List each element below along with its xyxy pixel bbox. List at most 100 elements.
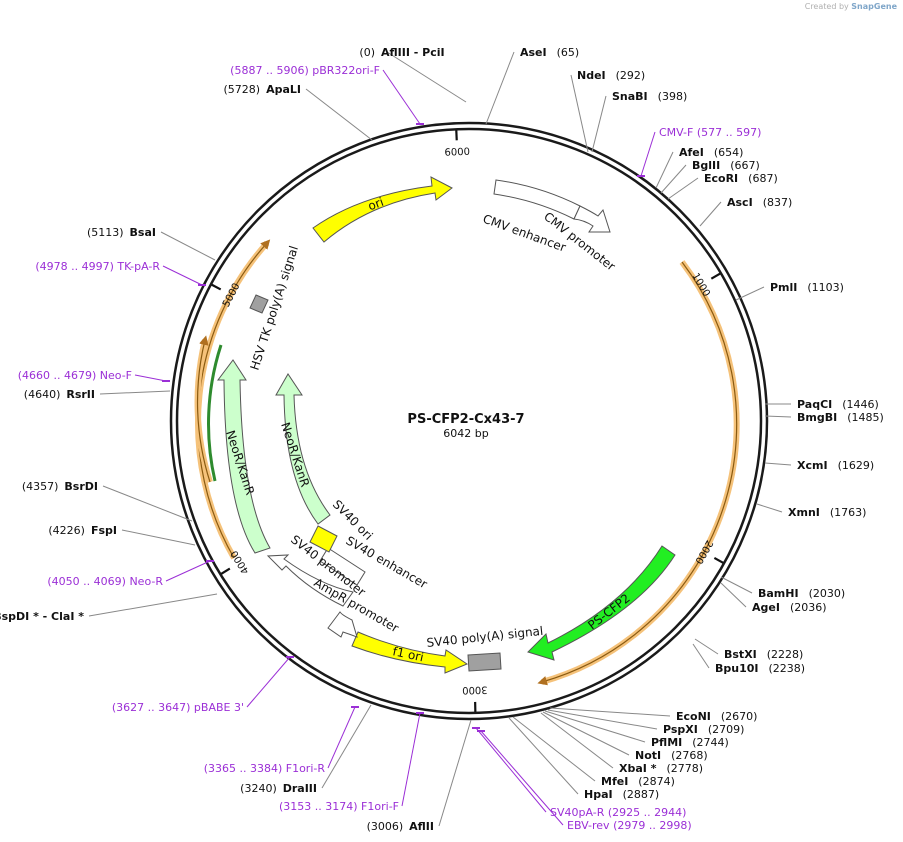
primer-label: (4050 .. 4069) Neo-R [47, 575, 163, 588]
site-name: BamHI [758, 587, 799, 600]
site-name: DraIII [283, 782, 317, 795]
primer-leader-line [165, 560, 211, 582]
site-name: PmlI [770, 281, 797, 294]
site-name: PaqCI [797, 398, 832, 411]
site-leader-line [667, 177, 699, 200]
tick-mark [211, 283, 222, 291]
site-leader-line [102, 485, 193, 522]
site-leader-line [121, 529, 196, 546]
site-position: (1446) [842, 398, 879, 411]
site-leader-line [660, 164, 687, 194]
site-leader-line [756, 503, 783, 513]
primer-leader-line [382, 69, 421, 125]
site-position: (1763) [830, 506, 867, 519]
primer-label: (4978 .. 4997) TK-pA-R [35, 260, 160, 273]
site-name: XcmI [797, 459, 828, 472]
site-leader-line [160, 231, 216, 261]
site-name: XmnI [788, 506, 820, 519]
site-position: (1485) [847, 411, 884, 424]
site-name: AflII [409, 820, 434, 833]
sv40-promoter-feature [266, 554, 354, 607]
site-leader-line [699, 201, 722, 227]
site-position: (3240) [240, 782, 277, 795]
site-position: (5728) [224, 83, 261, 96]
site-position: (2778) [666, 762, 703, 775]
cmv-promoter-feature [573, 205, 611, 233]
site-leader-line [321, 704, 372, 789]
site-position: (2238) [769, 662, 806, 675]
site-leader-line [764, 415, 792, 418]
watermark-prefix: Created by [804, 2, 849, 11]
sv40-ori-feature [309, 525, 338, 553]
primer-label: (4660 .. 4679) Neo-F [18, 369, 132, 382]
primer-label: (3153 .. 3174) F1ori-F [279, 800, 399, 813]
feature-label-f1-ori: f1 ori [391, 644, 425, 664]
sv40-enhancer-feature [319, 547, 366, 586]
primer-label: (3365 .. 3384) F1ori-R [204, 762, 326, 775]
site-leader-line [547, 709, 658, 730]
ampr-promoter-feature [327, 611, 358, 638]
site-position: (2768) [671, 749, 708, 762]
sv40-polya-feature [467, 652, 502, 672]
site-name: PflMI [651, 736, 682, 749]
site-leader-line [540, 712, 614, 769]
site-leader-line [386, 51, 467, 103]
site-leader-line [438, 719, 472, 827]
primer-leader-line [480, 730, 564, 826]
site-name: EcoRI [704, 172, 738, 185]
site-leader-line [512, 716, 596, 782]
site-name: BglII [692, 159, 720, 172]
site-position: (2030) [809, 587, 846, 600]
cmv-enhancer-feature [493, 179, 581, 220]
site-name: BsrDI [64, 480, 98, 493]
site-position: (2036) [790, 601, 827, 614]
site-name: NdeI [577, 69, 606, 82]
site-name: NotI [635, 749, 661, 762]
hsv-tk-polya-feature [249, 294, 269, 314]
site-leader-line [764, 462, 792, 466]
feature-label-sv40-polya: SV40 poly(A) signal [426, 624, 544, 650]
site-position: (2744) [692, 736, 729, 749]
site-leader-line [720, 576, 753, 594]
site-leader-line [720, 582, 747, 608]
site-name: XbaI * [619, 762, 657, 775]
tick-mark [220, 567, 231, 575]
site-leader-line [655, 151, 674, 189]
site-name: HpaI [584, 788, 613, 801]
site-leader-line [508, 717, 579, 795]
tick-label: 5000 [221, 281, 243, 309]
site-leader-line [735, 286, 765, 301]
site-name: BspDI * - ClaI * [0, 610, 84, 623]
plasmid-length: 6042 bp [443, 427, 488, 440]
tick-mark [710, 272, 721, 280]
primer-leader-line [246, 656, 291, 708]
site-name: ApaLI [266, 83, 301, 96]
primer-label: (5887 .. 5906) pBR322ori-F [230, 64, 380, 77]
orf-arc-left-inner-core [196, 335, 211, 483]
primer-leader-line [327, 706, 356, 769]
site-position: (2709) [708, 723, 745, 736]
site-name: RsrII [66, 388, 95, 401]
site-position: (2670) [721, 710, 758, 723]
tick-mark [713, 556, 724, 564]
site-leader-line [549, 707, 671, 717]
plasmid-name: PS-CFP2-Cx43-7 [407, 412, 524, 427]
site-position: (2228) [767, 648, 804, 661]
site-leader-line [485, 51, 515, 125]
site-position: (65) [557, 46, 580, 59]
primer-leader-line [475, 727, 547, 813]
site-position: (687) [748, 172, 778, 185]
tick-label: 3000 [462, 684, 488, 696]
primer-label: CMV-F (577 .. 597) [659, 126, 761, 139]
site-position: (4640) [24, 388, 61, 401]
snapgene-logo: SnapGene [851, 2, 897, 11]
site-position: (4226) [48, 524, 85, 537]
site-name: AflIII - PciI [381, 46, 445, 59]
primer-leader-line [401, 712, 421, 807]
site-name: AgeI [752, 601, 780, 614]
site-position: (398) [658, 90, 688, 103]
feature-label-ps-cfp2: PS-CFP2 [585, 591, 633, 632]
site-leader-line [542, 711, 630, 756]
